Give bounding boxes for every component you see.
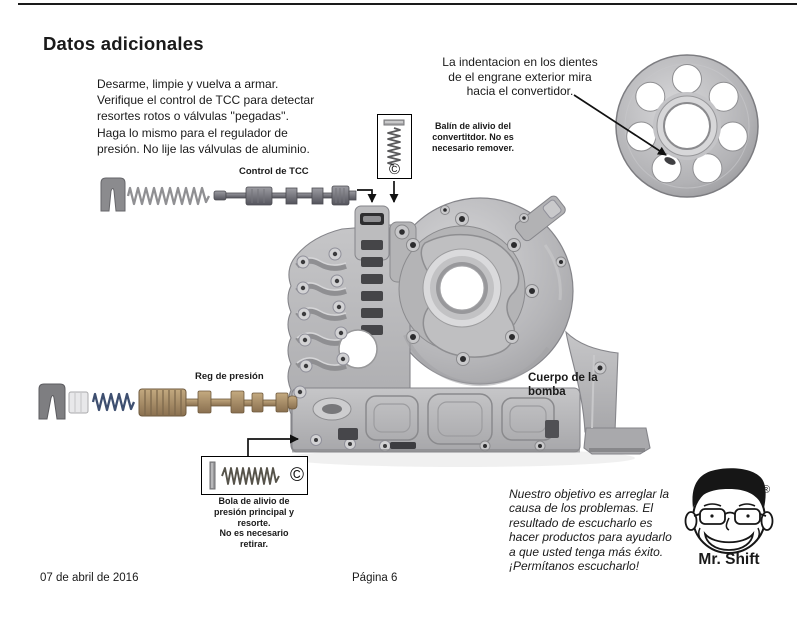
regulator-spring-seat [68,391,89,414]
pump-body-illustration [285,195,651,467]
pump-foot [583,427,651,455]
footer-page-number: Página 6 [352,572,398,584]
footer-date: 07 de abril de 2016 [40,572,139,584]
valve-body-bolt-holes [293,247,391,452]
pump-lug [514,195,566,242]
nose [725,517,730,531]
mr-shift-face [684,468,774,554]
regulator-label: Reg de presión [195,371,264,382]
top-rule [18,3,797,5]
regulator-retainer-clip [38,383,66,420]
main-ball-note: Bola de alivio de presión principal y re… [213,496,295,550]
arrow-gear-indentation [573,94,667,156]
outer-gear-illustration [615,54,759,198]
pressure-regulator-assembly [38,383,298,420]
hair [692,468,766,508]
intro-paragraph: Desarme, limpie y vuelva a armar. Verifi… [97,77,315,156]
gear-tooth-indentation [664,157,676,165]
pump-right-rib [565,330,619,433]
converter-check-ball-symbol: © [388,161,401,178]
glasses [693,508,767,525]
converter-ball-spring-icon [383,119,405,166]
pump-disc-rim-details [403,205,567,387]
gear-lobe-cutouts [626,64,748,184]
pump-lower-details [292,354,607,453]
pump-body-label: Cuerpo de la bomba [528,372,598,398]
tcc-spring [126,186,211,206]
tcc-retainer-clip [100,177,126,212]
pump-bore [398,225,526,358]
arrow-main-ball-to-pump [247,434,299,456]
main-ball-spring-icon [209,461,280,490]
left-ear [684,511,698,531]
regulator-spring [91,392,136,412]
arrow-tcc-to-bore [357,189,377,203]
tcc-control-valve [213,185,357,206]
mission-statement: Nuestro objetivo es arreglar la causa de… [509,487,672,574]
tcc-label: Control de TCC [239,166,309,177]
converter-ball-note: Balín de alivio del convertitdor. No es … [431,121,515,153]
converter-ball-box: © [377,114,412,179]
gear-note: La indentacion en los dientes de el engr… [442,55,598,99]
valve-bore-slots [361,240,383,335]
right-ear [760,511,774,531]
pressure-regulator-valve [185,390,298,414]
main-check-ball-symbol: © [290,464,304,486]
pump-bore-bolts [406,212,539,366]
page-title: Datos adicionales [43,33,204,54]
boost-valve-sleeve [138,388,187,417]
main-ball-box: © [201,456,308,495]
brand-name: Mr. Shift [698,551,760,568]
tcc-valve-assembly [100,177,357,212]
registered-trademark-symbol: ® [762,484,771,496]
